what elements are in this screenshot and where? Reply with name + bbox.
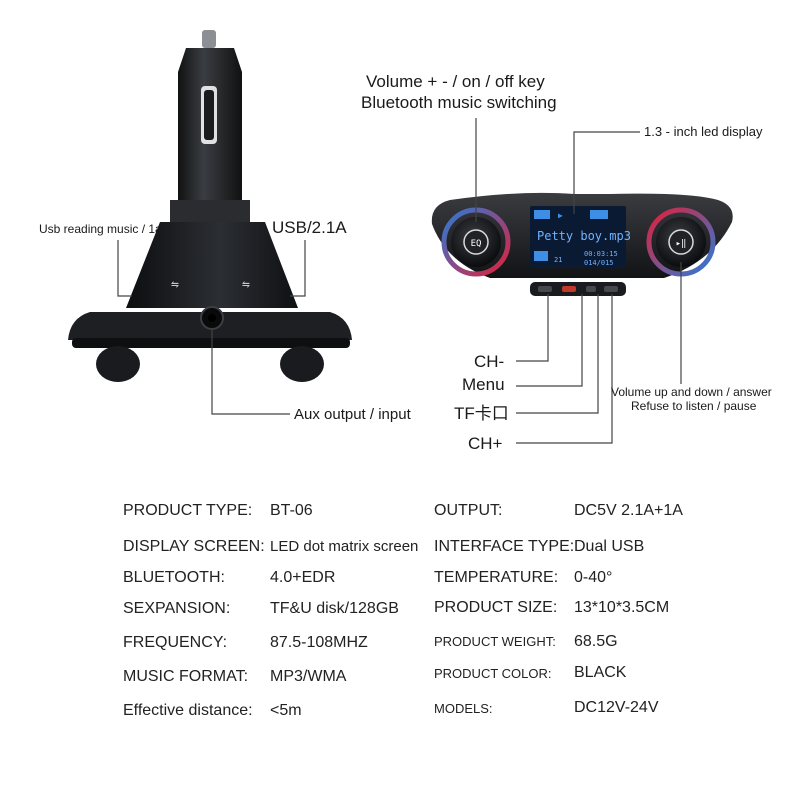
spec-value: 13*10*3.5CM: [574, 599, 670, 616]
spec-label: PRODUCT SIZE:: [434, 599, 558, 616]
callout-lines: [117, 118, 682, 444]
spec-label: TEMPERATURE:: [434, 569, 559, 586]
spec-value: 4.0+EDR: [270, 569, 336, 586]
line-aux: [211, 330, 290, 415]
car-charger-side-view: ⇋ ⇋: [68, 30, 352, 382]
spec-label: BLUETOOTH:: [123, 569, 225, 586]
callout-display: 1.3 - inch led display: [644, 124, 763, 139]
spec-value: DC5V 2.1A+1A: [574, 502, 683, 519]
button-strip: [530, 282, 626, 296]
callout-volume-key-line2: Bluetooth music switching: [361, 93, 557, 112]
line-usb-reading: [117, 240, 132, 297]
callout-ch-plus: CH+: [468, 434, 503, 453]
product-illustration: ⇋ ⇋ EQ ▸‖: [68, 30, 733, 444]
callout-volume-answer-line1: Volume up and down / answer: [611, 385, 772, 399]
spec-value: LED dot matrix screen: [270, 538, 419, 555]
right-knob-cap: [668, 229, 694, 255]
screen-bar-indicator: [534, 251, 548, 261]
spec-value: 0-40°: [574, 569, 613, 586]
callout-tf: TF卡口: [454, 404, 509, 423]
charger-body: [126, 222, 298, 308]
screen-track-count: 014/015: [584, 259, 614, 267]
button-menu-shape: [562, 286, 576, 292]
screen-battery-indicator: [590, 210, 608, 219]
usb-symbol-right: ⇋: [242, 277, 250, 292]
spec-value: DC12V-24V: [574, 699, 659, 716]
spec-label: FREQUENCY:: [123, 634, 228, 651]
display-head-front-view: EQ ▸‖ ▶ Petty boy.mp3 21 00:03:15 014/01…: [431, 192, 733, 296]
left-knob-cap: [463, 229, 489, 255]
spec-label: MUSIC FORMAT:: [123, 668, 249, 685]
line-display: [573, 131, 640, 214]
callout-usb-port: USB/2.1A: [272, 218, 347, 237]
usb-symbol-left: ⇋: [171, 277, 179, 292]
charger-foot-left: [96, 346, 140, 382]
spec-value: Dual USB: [574, 538, 645, 555]
callout-aux: Aux output / input: [294, 406, 411, 423]
tf-slot-shape: [586, 286, 596, 292]
plug-spring-inner: [204, 90, 214, 140]
spec-label: PRODUCT WEIGHT:: [434, 634, 556, 649]
spec-value: 68.5G: [574, 633, 618, 650]
line-tf: [516, 294, 599, 414]
screen-play-icon: ▶: [558, 211, 563, 220]
line-usb-port: [290, 240, 306, 297]
line-ch-plus: [516, 294, 613, 444]
spec-label: INTERFACE TYPE:: [434, 538, 575, 555]
callout-menu: Menu: [462, 375, 505, 394]
line-menu: [516, 294, 583, 387]
callout-volume-key-line1: Volume + - / on / off key: [366, 72, 545, 91]
plug-collar: [170, 200, 250, 222]
spec-value: BLACK: [574, 664, 627, 681]
screen-mode-indicator: [534, 210, 550, 219]
button-ch-plus-shape: [604, 286, 618, 292]
callout-volume-answer-line2: Refuse to listen / pause: [631, 399, 757, 413]
spec-value: <5m: [270, 702, 302, 719]
spec-label: DISPLAY SCREEN:: [123, 538, 265, 555]
screen-track-name: Petty boy.mp3: [537, 229, 631, 243]
plug-tip: [202, 30, 216, 48]
charger-foot-right: [280, 346, 324, 382]
spec-label: Effective distance:: [123, 702, 253, 719]
spec-label: MODELS:: [434, 701, 493, 716]
callout-ch-minus: CH-: [474, 352, 505, 371]
screen-time: 00:03:15: [584, 250, 618, 258]
callout-usb-reading: Usb reading music / 1a: [39, 222, 162, 236]
spec-value: 87.5-108MHZ: [270, 634, 368, 651]
line-ch-minus: [516, 294, 549, 362]
spec-label: OUTPUT:: [434, 502, 503, 519]
charger-base-rim: [72, 338, 350, 348]
button-ch-minus-shape: [538, 286, 552, 292]
spec-value: MP3/WMA: [270, 668, 347, 685]
spec-value: BT-06: [270, 502, 313, 519]
led-screen: [530, 206, 626, 268]
spec-label: PRODUCT TYPE:: [123, 502, 253, 519]
spec-value: TF&U disk/128GB: [270, 600, 399, 617]
spec-label: PRODUCT COLOR:: [434, 666, 552, 681]
play-pause-icon: ▸‖: [676, 239, 687, 249]
spec-label: SEXPANSION:: [123, 600, 231, 617]
left-knob-label: EQ: [471, 239, 482, 249]
screen-number: 21: [554, 256, 562, 264]
aux-jack-hole: [208, 314, 216, 322]
